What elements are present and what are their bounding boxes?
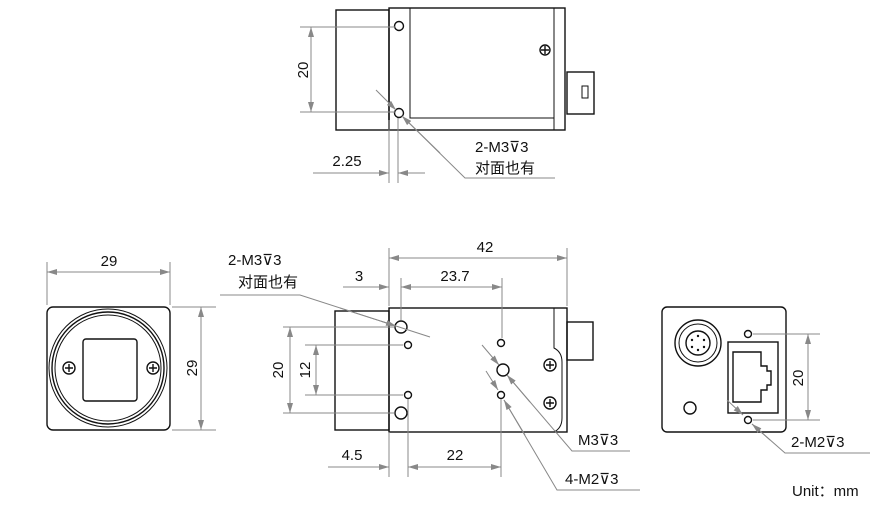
mount-hole	[393, 107, 405, 119]
dim-label: 20	[790, 370, 807, 387]
screw-icon	[539, 44, 551, 56]
io-connector-icon	[674, 319, 722, 367]
m2-hole	[403, 340, 413, 350]
dim-label: 4.5	[342, 447, 363, 464]
status-led	[683, 401, 697, 415]
callout-label: 对面也有	[475, 160, 535, 177]
dim-label: 12	[297, 362, 314, 379]
dim-label: 2.25	[332, 153, 361, 170]
callout-label: 2-M3⊽3	[228, 252, 282, 269]
dim-label: 3	[355, 268, 363, 285]
m2-hole	[743, 329, 753, 339]
screw-icon	[543, 396, 557, 410]
screw-icon	[62, 361, 76, 375]
dim-label: 42	[477, 239, 494, 256]
dim-label: 29	[101, 253, 118, 270]
front-view: 29 29	[46, 253, 216, 431]
m2-hole	[496, 338, 506, 348]
connector	[566, 321, 594, 361]
callout-label: 2-M2⊽3	[791, 434, 845, 451]
callout-label: 2-M3⊽3	[475, 139, 529, 156]
callout-label: 对面也有	[238, 274, 298, 291]
camera-body	[388, 7, 566, 131]
camera-body	[388, 307, 568, 433]
lens-barrel	[334, 310, 390, 431]
unit-label: Unit：mm	[792, 483, 859, 500]
dim-label: 20	[270, 362, 287, 379]
m3-hole	[496, 363, 510, 377]
dim-label: 23.7	[440, 268, 469, 285]
dim-label: 20	[295, 62, 312, 79]
m2-hole	[496, 390, 506, 400]
callout-label: 4-M2⊽3	[565, 471, 619, 488]
back-face	[661, 306, 787, 433]
m3-hole	[394, 406, 408, 420]
screw-icon	[146, 361, 160, 375]
back-view: 20 2-M2⊽3	[661, 306, 870, 454]
side-view: 42 3 23.7 20 12 4.5 22 2-M3⊽3 对面也有 M3⊽3 …	[220, 239, 640, 491]
m3-hole	[394, 320, 408, 334]
m2-hole	[403, 390, 413, 400]
sensor-window	[82, 338, 138, 402]
front-face	[46, 306, 171, 431]
ethernet-port-icon	[727, 341, 779, 414]
dim-label: 29	[184, 360, 201, 377]
m2-hole	[743, 415, 753, 425]
top-view: 20 2.25 2-M3⊽3 对面也有	[295, 7, 595, 183]
screw-icon	[543, 358, 557, 372]
mount-hole	[393, 20, 405, 32]
dim-label: 22	[447, 447, 464, 464]
callout-label: M3⊽3	[578, 432, 618, 449]
connector	[566, 71, 595, 115]
